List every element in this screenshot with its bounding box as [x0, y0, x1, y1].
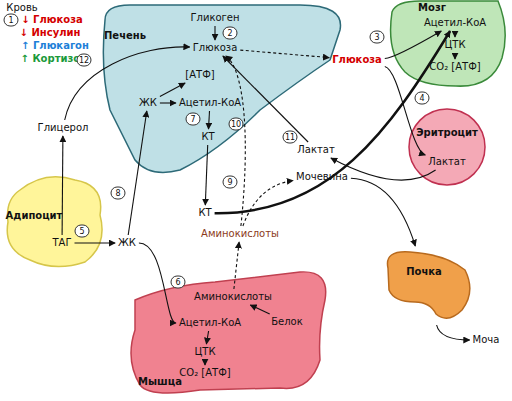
metabolite-node: Аминокислоты — [200, 228, 280, 240]
metabolite-name: Лактат — [297, 144, 334, 156]
metabolite-node: Гликоген — [189, 12, 240, 24]
metabolite-name: Аминокислоты — [194, 291, 272, 303]
metabolite-name: Лактат — [428, 156, 465, 168]
metabolite-node: ЦТК — [194, 346, 217, 358]
callout-number: 1 — [4, 14, 19, 27]
metabolite-node: ТАГ — [51, 237, 72, 249]
callout-number: 6 — [171, 276, 186, 289]
metabolite-node: Мочевина — [295, 171, 349, 183]
callout-number: 5 — [75, 225, 90, 238]
metabolite-name: ЦТК — [445, 39, 466, 51]
organ-outline-path — [7, 177, 102, 267]
organ-shape: АдипоцитТАГ — [3, 172, 108, 272]
blood-note: ↓ Глюкоза — [21, 14, 83, 26]
metabolite-name: Белок — [271, 316, 303, 328]
organ-shape: МозгАцетил-КоА ЦТК CO₂ [АТФ] — [383, 0, 510, 90]
organ-outline — [407, 107, 487, 187]
callout-number: 7 — [186, 113, 201, 126]
metabolite-node: Лактат — [427, 156, 466, 168]
metabolite-node: Глюкоза — [192, 42, 239, 54]
blood-note: Кровь — [6, 2, 37, 14]
cell-outline — [409, 109, 485, 185]
metabolite-name: ЖК — [118, 237, 136, 249]
organ-name: Мозг — [418, 2, 446, 14]
callout-number: 2 — [223, 27, 238, 40]
flow-arrow — [437, 325, 470, 340]
metabolite-node: ЖК — [117, 237, 137, 249]
metabolite-node: Глюкоза — [331, 54, 383, 66]
metabolite-node: Ацетил-КоА — [178, 97, 242, 109]
metabolite-name: [АТФ] — [185, 69, 214, 81]
metabolite-node: Белок — [270, 316, 304, 328]
metabolite-node: ЦТК — [444, 39, 467, 51]
metabolite-node: [АТФ] — [184, 69, 215, 81]
organ-outline-path — [103, 5, 340, 172]
organ-outline-path — [391, 1, 506, 86]
callout-number: 3 — [370, 31, 385, 44]
organ-name: Эритроцит — [416, 127, 478, 139]
metabolite-node: Моча — [472, 334, 501, 346]
metabolite-name: CO₂ [АТФ] — [429, 61, 480, 73]
blood-note: ↓ Инсулин — [20, 27, 81, 39]
organ-name: Почка — [406, 266, 442, 278]
metabolite-node: Лактат — [296, 144, 335, 156]
metabolite-node: CO₂ [АТФ] — [428, 61, 481, 73]
metabolite-name: Ацетил-КоА — [424, 17, 486, 29]
callout-number: 4 — [415, 92, 430, 105]
metabolite-name: Гликоген — [190, 12, 239, 24]
organ-outline-path — [131, 272, 326, 393]
metabolite-name: Ацетил-КоА — [179, 97, 241, 109]
organ-name: Печень — [104, 30, 146, 42]
metabolite-node: Аминокислоты — [193, 291, 273, 303]
metabolite-name: КТ — [201, 131, 214, 143]
metabolite-node: КТ — [197, 207, 212, 219]
metabolite-node: Ацетил-КоА — [423, 17, 487, 29]
organ-shape: Почка — [380, 248, 475, 323]
metabolite-name: ЦТК — [195, 346, 216, 358]
metabolite-name: ТАГ — [52, 237, 71, 249]
organ-shape: Мышца АминокислотыБелок Ацетил-КоА ЦТК CO₂ [… — [128, 268, 333, 398]
metabolite-name: ЖК — [139, 97, 157, 109]
metabolite-node: Глицерол — [37, 122, 90, 134]
organ-name: Адипоцит — [6, 210, 63, 222]
metabolite-name: Моча — [473, 334, 500, 346]
metabolite-node: CO₂ [АТФ] — [178, 367, 231, 379]
organ-outline-path — [387, 252, 469, 318]
callout-number: 8 — [111, 187, 126, 200]
metabolite-name: CO₂ [АТФ] — [179, 367, 230, 379]
organ-name: Мышца — [138, 376, 182, 388]
metabolite-name: Глюкоза — [332, 54, 382, 66]
metabolite-node: КТ — [200, 131, 215, 143]
organ-outline — [380, 248, 475, 323]
callout-number: 9 — [223, 176, 238, 189]
blood-note: ↑ Глюкагон — [21, 40, 89, 52]
metabolite-node: ЖК — [138, 97, 158, 109]
metabolite-name: Мочевина — [296, 171, 348, 183]
metabolite-node: Ацетил-КоА — [178, 317, 242, 329]
dashed-arrow — [243, 181, 293, 226]
metabolite-name: КТ — [198, 207, 211, 219]
organ-outline — [3, 172, 108, 272]
callout-number: 12 — [77, 54, 92, 67]
callout-number: 10 — [229, 118, 244, 131]
callout-number: 11 — [283, 131, 298, 144]
flow-arrow — [351, 178, 415, 246]
organ-shape: ЭритроцитЛактат — [407, 107, 487, 187]
metabolite-name: Глицерол — [38, 122, 89, 134]
metabolite-name: Глюкоза — [193, 42, 238, 54]
metabolite-name: Аминокислоты — [201, 228, 279, 240]
metabolite-name: Ацетил-КоА — [179, 317, 241, 329]
